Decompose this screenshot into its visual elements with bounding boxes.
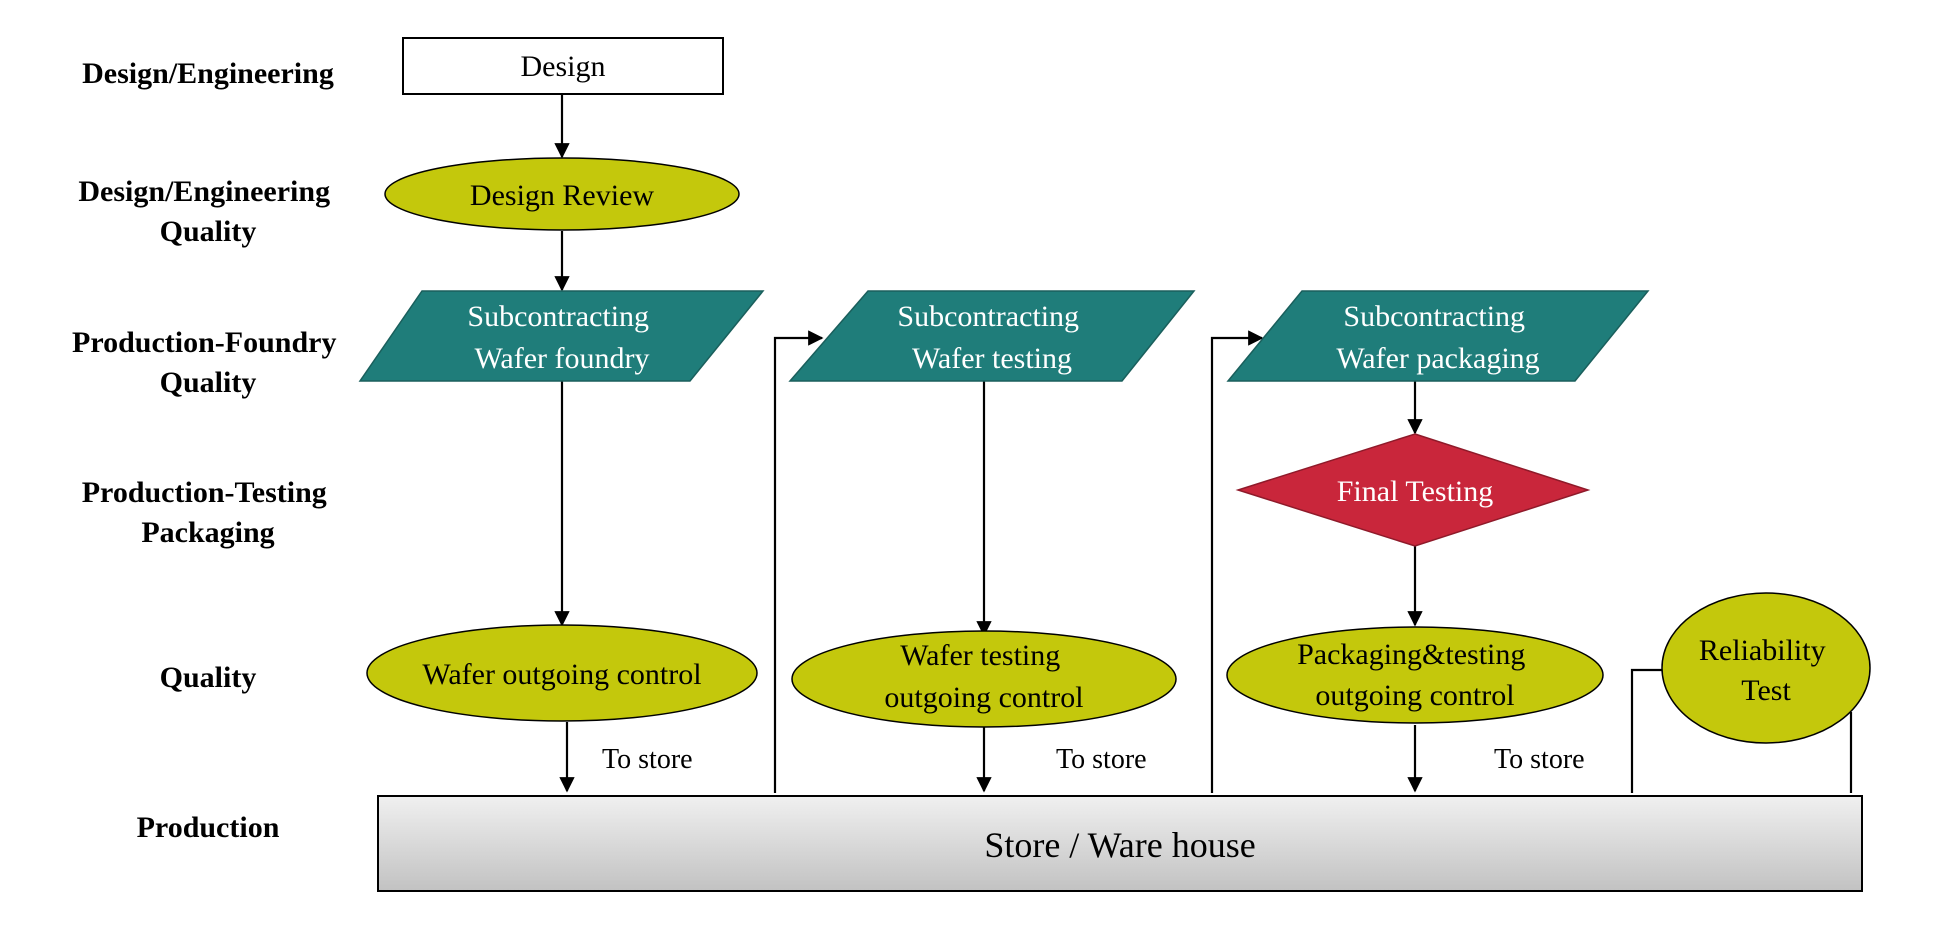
wafer-packaging-node: Subcontracting Wafer packaging: [1226, 290, 1650, 382]
lane-design-engineering: Design/Engineering: [82, 57, 334, 90]
wafer-foundry-node: Subcontracting Wafer foundry: [358, 290, 765, 382]
design-label: Design: [521, 50, 606, 83]
lane-labels: Design/Engineering Design/Engineering Qu…: [72, 57, 344, 844]
lane-production-foundry-quality: Production-Foundry Quality: [72, 326, 344, 399]
lane-quality: Quality: [160, 661, 257, 694]
lane-production: Production: [137, 811, 280, 844]
testing-outgoing-control-label: Wafer testing outgoing control: [884, 639, 1083, 714]
wafer-outgoing-control-label: Wafer outgoing control: [422, 658, 701, 691]
reliability-test-node: Reliability Test: [1661, 592, 1871, 744]
packaging-outgoing-control-node: Packaging&testing outgoing control: [1226, 626, 1604, 724]
packaging-outgoing-control-label: Packaging&testing outgoing control: [1297, 638, 1533, 712]
design-review-label: Design Review: [470, 179, 654, 212]
edge-store-to-wafer-packaging: [1210, 330, 1264, 793]
final-testing-label: Final Testing: [1337, 475, 1494, 508]
connectors: [554, 94, 1853, 793]
to-store-note-1: To store: [602, 744, 693, 775]
to-store-note-3: To store: [1494, 744, 1585, 775]
testing-outgoing-control-node: Wafer testing outgoing control: [791, 630, 1177, 728]
final-testing-node: Final Testing: [1235, 433, 1591, 547]
wafer-testing-label: Subcontracting Wafer testing: [897, 300, 1086, 375]
wafer-foundry-label: Subcontracting Wafer foundry: [467, 300, 656, 375]
wafer-testing-node: Subcontracting Wafer testing: [788, 290, 1196, 382]
edge-store-to-reliability-left: [1630, 668, 1670, 793]
wafer-outgoing-control-node: Wafer outgoing control: [366, 624, 758, 722]
store-warehouse-node: Store / Ware house: [377, 795, 1863, 892]
design-review-node: Design Review: [384, 157, 740, 231]
lane-design-engineering-quality: Design/Engineering Quality: [78, 175, 337, 248]
store-warehouse-label: Store / Ware house: [984, 825, 1255, 865]
design-node: Design: [402, 37, 724, 95]
to-store-note-2: To store: [1056, 744, 1147, 775]
edge-store-to-wafer-testing: [773, 330, 824, 793]
reliability-test-label: Reliability Test: [1699, 634, 1833, 707]
wafer-packaging-label: Subcontracting Wafer packaging: [1336, 300, 1539, 375]
lane-production-testing-packaging: Production-Testing Packaging: [82, 476, 335, 549]
